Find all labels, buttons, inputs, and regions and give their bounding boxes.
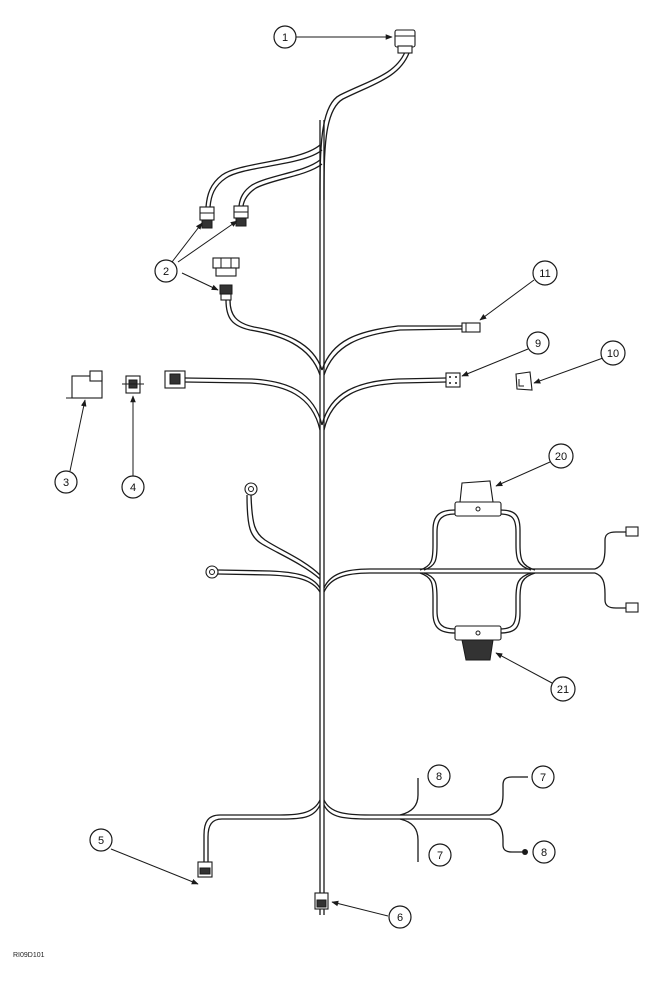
branch-connector-2b (238, 159, 321, 207)
leader-2c (181, 272, 219, 291)
callout-7-near: 7 (428, 843, 452, 867)
callout-4: 4 (121, 475, 145, 499)
callout-20: 20 (548, 443, 574, 469)
branch-connector-2b-b (242, 163, 323, 207)
callout-5: 5 (89, 828, 113, 852)
callout-2-label: 2 (163, 266, 169, 278)
callout-21-label: 21 (557, 684, 569, 696)
connector-2c (212, 257, 240, 301)
split-near-down (399, 818, 419, 857)
lower-horizontal-branch-left-b (207, 804, 321, 862)
relay-20 (454, 480, 502, 517)
harness-components (66, 29, 639, 910)
leader-21 (495, 652, 553, 684)
leader-6 (331, 900, 389, 917)
connector-6 (314, 892, 329, 910)
part-4-connector (122, 375, 144, 394)
right-end-connector-upper (625, 526, 639, 537)
terminal-8-far (522, 849, 528, 855)
lower-horizontal-branch-right-b (323, 804, 490, 820)
leader-5 (110, 848, 199, 885)
leader-lines (69, 34, 604, 917)
connector-11 (461, 322, 481, 333)
leader-2a (171, 222, 203, 263)
branch-connector-11-b (321, 325, 462, 371)
leader-2b (177, 220, 238, 263)
callout-4-label: 4 (130, 482, 136, 494)
branch-connector-2c-b (229, 299, 323, 371)
cable-to-connector-1-b (323, 52, 410, 201)
split-far-up (489, 776, 520, 816)
relay-loop-upper-b (423, 513, 532, 571)
split-far-down (489, 818, 522, 853)
connector-1 (394, 29, 416, 54)
callout-9: 9 (526, 331, 550, 355)
lower-horizontal-branch-left (203, 799, 321, 862)
connector-9 (445, 372, 461, 388)
branch-connector-9-b (321, 377, 447, 426)
ring-terminal-upper (244, 482, 258, 496)
relay-loop-lower-b (423, 572, 532, 630)
right-end-split-down (594, 572, 626, 609)
leader-11 (479, 279, 535, 321)
connector-5 (197, 861, 213, 878)
ring-terminal-left-wire-b (217, 573, 321, 593)
branch-left-connector-b (184, 377, 323, 426)
connector-2b (233, 205, 249, 227)
right-end-split-up (594, 531, 626, 570)
left-harness-connector (164, 370, 186, 389)
split-near-up (399, 785, 419, 816)
leader-9 (461, 348, 529, 377)
callout-9-label: 9 (535, 338, 541, 350)
ring-terminal-left-wire (217, 569, 321, 589)
callout-3-label: 3 (63, 477, 69, 489)
branch-connector-2a (205, 144, 321, 208)
callout-7-near-label: 7 (437, 850, 443, 862)
cable-to-connector-1 (319, 51, 406, 201)
right-horizontal-branch-b (323, 568, 595, 589)
callout-8-near-label: 8 (436, 771, 442, 783)
branch-left-connector (184, 381, 321, 431)
callout-10-label: 10 (607, 348, 619, 360)
callout-8-near: 8 (427, 764, 451, 788)
callout-10: 10 (600, 340, 626, 366)
callout-1: 1 (273, 25, 297, 49)
part-3-relay (66, 370, 103, 399)
leader-20 (495, 461, 551, 487)
figure-reference-code: RI09D101 (13, 952, 45, 959)
callout-7-far-label: 7 (540, 772, 546, 784)
right-horizontal-branch (323, 572, 595, 593)
right-end-connector-lower (625, 602, 639, 613)
callout-7-far: 7 (531, 765, 555, 789)
callout-2: 2 (154, 259, 178, 283)
branch-connector-2c (225, 299, 321, 376)
lower-horizontal-branch-right (323, 799, 490, 816)
ring-terminal-left (205, 565, 219, 579)
leader-10 (533, 357, 604, 384)
callout-3: 3 (54, 470, 78, 494)
ring-terminal-upper-wire-b (246, 494, 321, 580)
callout-21: 21 (550, 676, 576, 702)
branch-connector-9 (323, 381, 447, 431)
callout-6-label: 6 (397, 912, 403, 924)
branch-connector-2a-b (209, 149, 323, 208)
part-10-plug (515, 371, 533, 391)
callout-8-far: 8 (532, 840, 556, 864)
callout-11: 11 (532, 260, 558, 286)
connector-2a (199, 206, 215, 229)
callout-6: 6 (388, 905, 412, 929)
relay-21 (454, 625, 502, 661)
callout-11-label: 11 (539, 268, 550, 280)
callout-1-label: 1 (282, 32, 288, 44)
callout-20-label: 20 (555, 451, 567, 463)
callout-5-label: 5 (98, 835, 104, 847)
leader-3 (69, 399, 87, 472)
branch-connector-11 (323, 328, 463, 376)
callout-8-far-label: 8 (541, 847, 547, 859)
ring-terminal-upper-wire (250, 494, 321, 576)
